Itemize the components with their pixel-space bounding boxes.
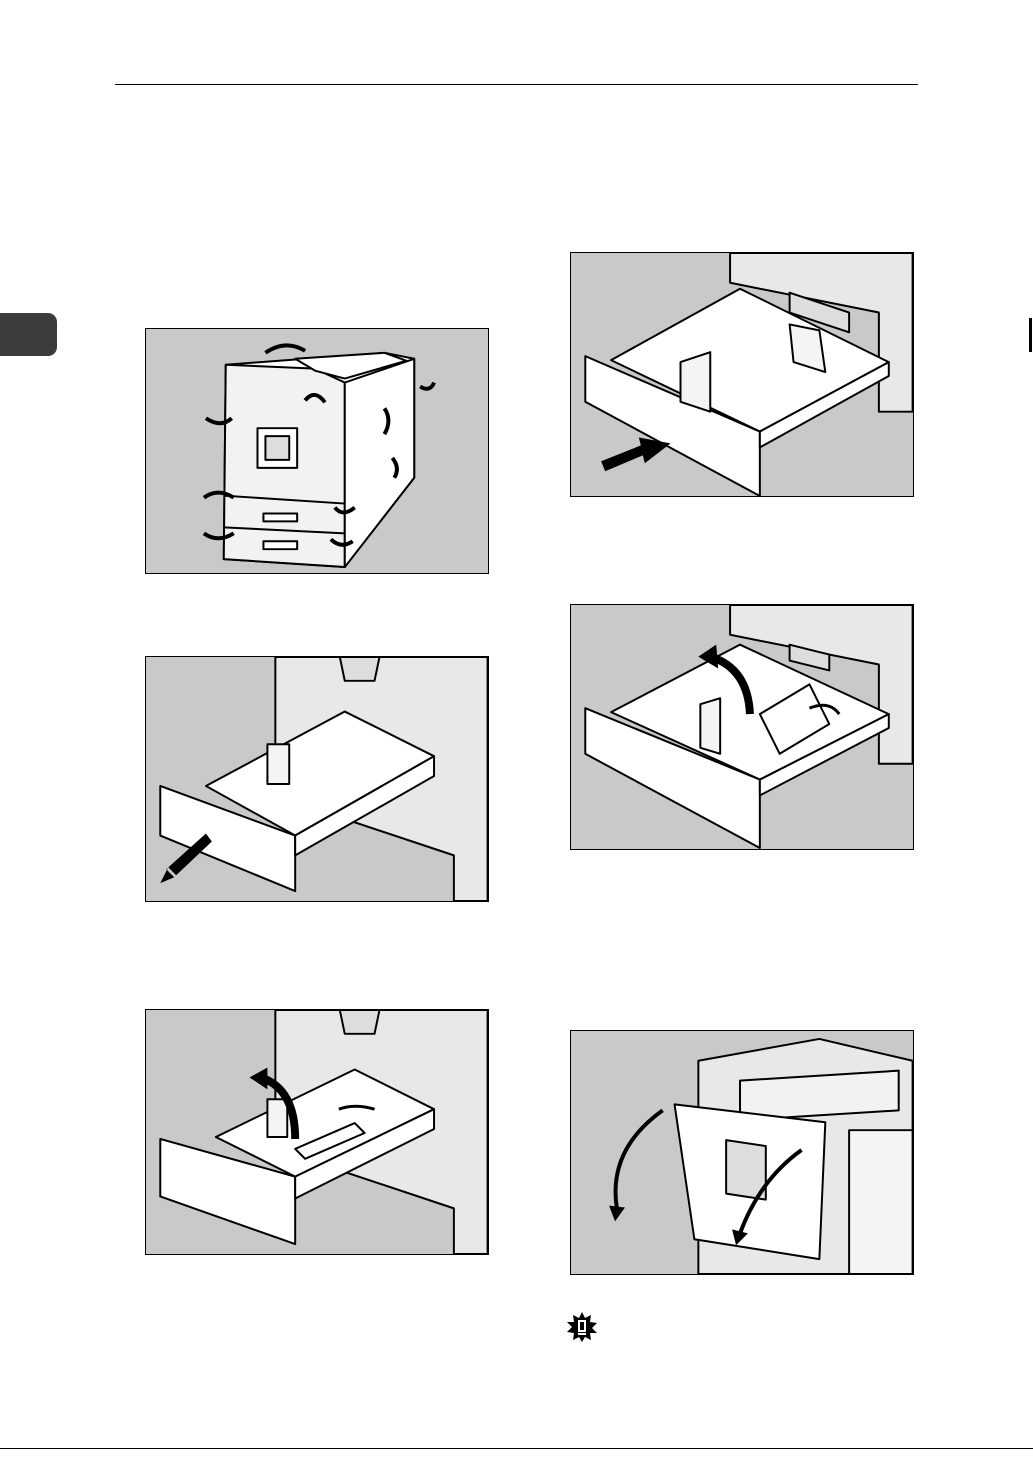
important-burst-icon [567,1312,597,1342]
tray-pull-out-illustration [146,657,488,901]
figure-printer-covers [145,328,489,574]
front-cover-open-illustration [571,1031,913,1274]
header-rule [115,84,918,85]
figure-large-tray-pull-out [570,252,914,497]
figure-tray-pull-out [145,656,489,902]
figure-tray-guide-lift [145,1009,489,1255]
chapter-thumb-tab [0,313,57,356]
tray-guide-lift-illustration [146,1010,488,1254]
footer-rule [0,1448,1033,1449]
large-tray-guide-lift-illustration [571,605,913,849]
figure-front-cover-open [570,1030,914,1275]
figure-large-tray-guide-lift [570,604,914,850]
large-tray-pull-out-illustration [571,253,913,496]
page-edge-mark [1029,318,1032,352]
printer-overview-illustration [146,329,488,573]
